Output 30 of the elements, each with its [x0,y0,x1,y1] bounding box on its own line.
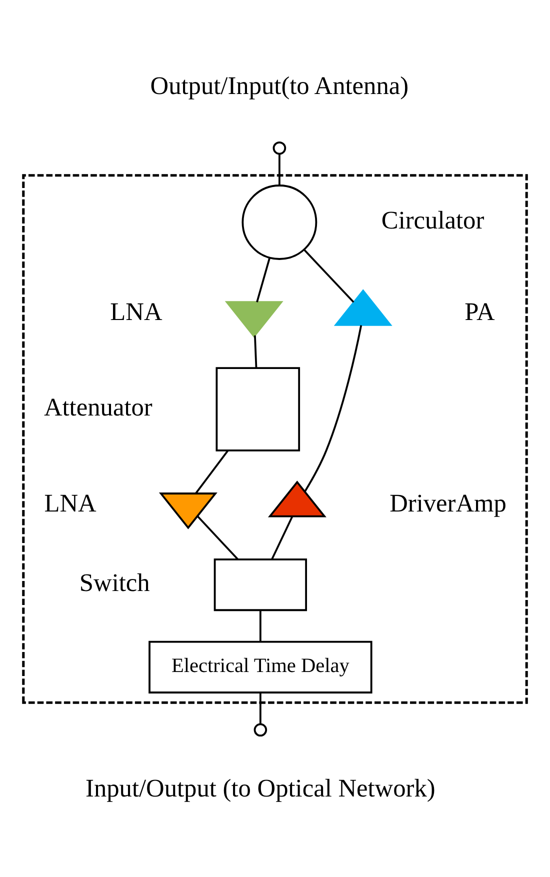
connector [195,449,229,494]
node-label: PA [464,297,495,326]
node-circle [254,722,268,736]
node-circle [242,184,318,260]
node-label: LNA [44,488,96,517]
node-label: Input/Output (to Optical Network) [86,774,436,802]
connector [304,324,362,492]
node-label: LNA [110,297,162,326]
node-triangle [224,300,284,338]
node-box [216,366,300,451]
connector [256,257,270,302]
connector [259,692,262,724]
connector [303,248,354,302]
node-label: Output/Input(to Antenna) [150,72,409,100]
node-label: Attenuator [44,393,152,422]
node-label: Switch [79,568,150,597]
node-label: Circulator [381,206,484,234]
connector [254,334,258,368]
connector [278,154,280,185]
connector [196,515,239,560]
node-triangle [158,492,218,529]
node-box: Electrical Time Delay [148,640,372,693]
node-label: DriverAmp [390,488,506,517]
connector [259,610,262,642]
node-circle [272,140,286,154]
node-triangle [268,480,326,517]
node-triangle [334,288,392,326]
cluster [22,174,528,704]
connector [271,516,294,560]
node-box [214,558,307,611]
